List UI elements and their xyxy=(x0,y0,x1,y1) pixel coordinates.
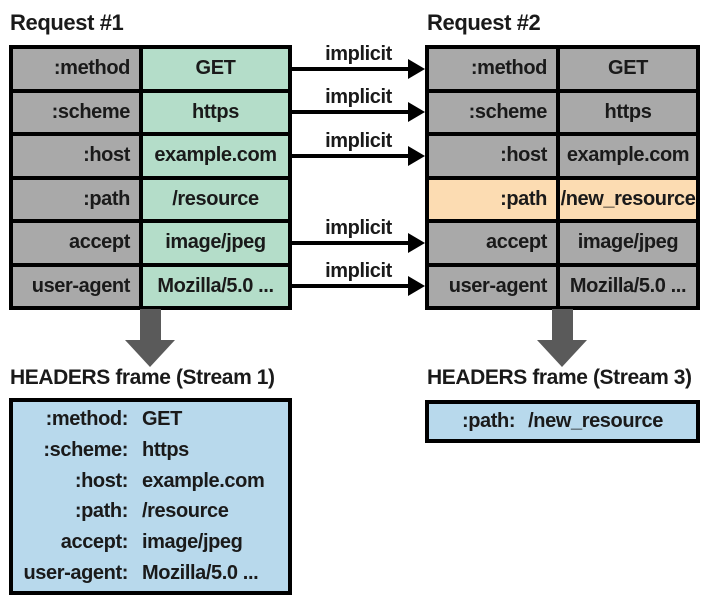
arrow-line xyxy=(292,154,413,158)
frame-header-key: :path: xyxy=(74,500,129,523)
implicit-arrow: implicit xyxy=(292,86,425,122)
frame-header-value: /new_resource xyxy=(528,410,663,432)
request2-table: :method GET :scheme https :host example.… xyxy=(425,45,700,310)
header-key: :path xyxy=(13,179,139,219)
implicit-label: implicit xyxy=(325,130,392,152)
frame-header-key: :path: xyxy=(461,410,516,432)
right-arrowhead-icon xyxy=(408,233,425,253)
header-key: :method xyxy=(429,49,556,89)
header-key: :host xyxy=(13,136,139,176)
header-value: GET xyxy=(143,49,288,89)
right-arrowhead-icon xyxy=(408,276,425,296)
header-key: :scheme xyxy=(429,92,556,132)
frame-header-key: accept: xyxy=(60,531,129,554)
frame-header-value: example.com xyxy=(142,469,265,492)
header-value: image/jpeg xyxy=(143,223,288,263)
frame1-title: HEADERS frame (Stream 1) xyxy=(10,366,275,389)
header-key: accept xyxy=(429,223,556,263)
header-key: :scheme xyxy=(13,92,139,132)
header-key: :host xyxy=(429,136,556,176)
arrow-stem xyxy=(551,309,573,340)
implicit-arrow: implicit xyxy=(292,43,425,79)
arrow-line xyxy=(292,67,413,71)
frame3-box: :path: /new_resource xyxy=(425,400,700,443)
header-value: https xyxy=(560,92,696,132)
frame3-title: HEADERS frame (Stream 3) xyxy=(427,366,692,389)
header-key: user-agent xyxy=(429,266,556,306)
arrow-head xyxy=(537,340,587,367)
implicit-label: implicit xyxy=(325,260,392,282)
header-value: example.com xyxy=(560,136,696,176)
arrow-line xyxy=(292,110,413,114)
header-key-highlighted: :path xyxy=(429,179,556,219)
frame-header-key: user-agent: xyxy=(23,562,128,585)
header-value: /resource xyxy=(143,179,288,219)
frame-header-key: :host: xyxy=(74,469,129,492)
header-value: Mozilla/5.0 ... xyxy=(143,266,288,306)
frame-header-value: GET xyxy=(142,407,182,430)
down-arrow-icon xyxy=(125,309,175,367)
arrow-head xyxy=(125,340,175,367)
frame-header-key: :scheme: xyxy=(43,438,128,461)
request1-title: Request #1 xyxy=(10,10,124,35)
right-arrowhead-icon xyxy=(408,102,425,122)
header-value: example.com xyxy=(143,136,288,176)
header-key: user-agent xyxy=(13,266,139,306)
implicit-arrow: implicit xyxy=(292,130,425,166)
implicit-arrow: implicit xyxy=(292,217,425,253)
request1-table: :method GET :scheme https :host example.… xyxy=(9,45,292,310)
down-arrow-icon xyxy=(537,309,587,367)
header-key: accept xyxy=(13,223,139,263)
arrow-stem xyxy=(139,309,161,340)
frame-header-value: /resource xyxy=(142,500,229,523)
implicit-arrow: implicit xyxy=(292,260,425,296)
arrow-line xyxy=(292,284,413,288)
header-key: :method xyxy=(13,49,139,89)
implicit-label: implicit xyxy=(325,43,392,65)
request2-title: Request #2 xyxy=(427,10,541,35)
header-value: GET xyxy=(560,49,696,89)
implicit-label: implicit xyxy=(325,217,392,239)
frame-header-value: Mozilla/5.0 ... xyxy=(142,562,259,585)
frame-header-key: :method: xyxy=(45,407,129,430)
frame1-box: :method: GET :scheme: https :host: examp… xyxy=(9,398,292,595)
header-value: image/jpeg xyxy=(560,223,696,263)
header-value: Mozilla/5.0 ... xyxy=(560,266,696,306)
right-arrowhead-icon xyxy=(408,146,425,166)
header-value-highlighted: /new_resource xyxy=(560,179,696,219)
frame-header-value: https xyxy=(142,438,189,461)
right-arrowhead-icon xyxy=(408,59,425,79)
arrow-line xyxy=(292,241,413,245)
frame-header-value: image/jpeg xyxy=(142,531,243,554)
header-value: https xyxy=(143,92,288,132)
implicit-label: implicit xyxy=(325,86,392,108)
